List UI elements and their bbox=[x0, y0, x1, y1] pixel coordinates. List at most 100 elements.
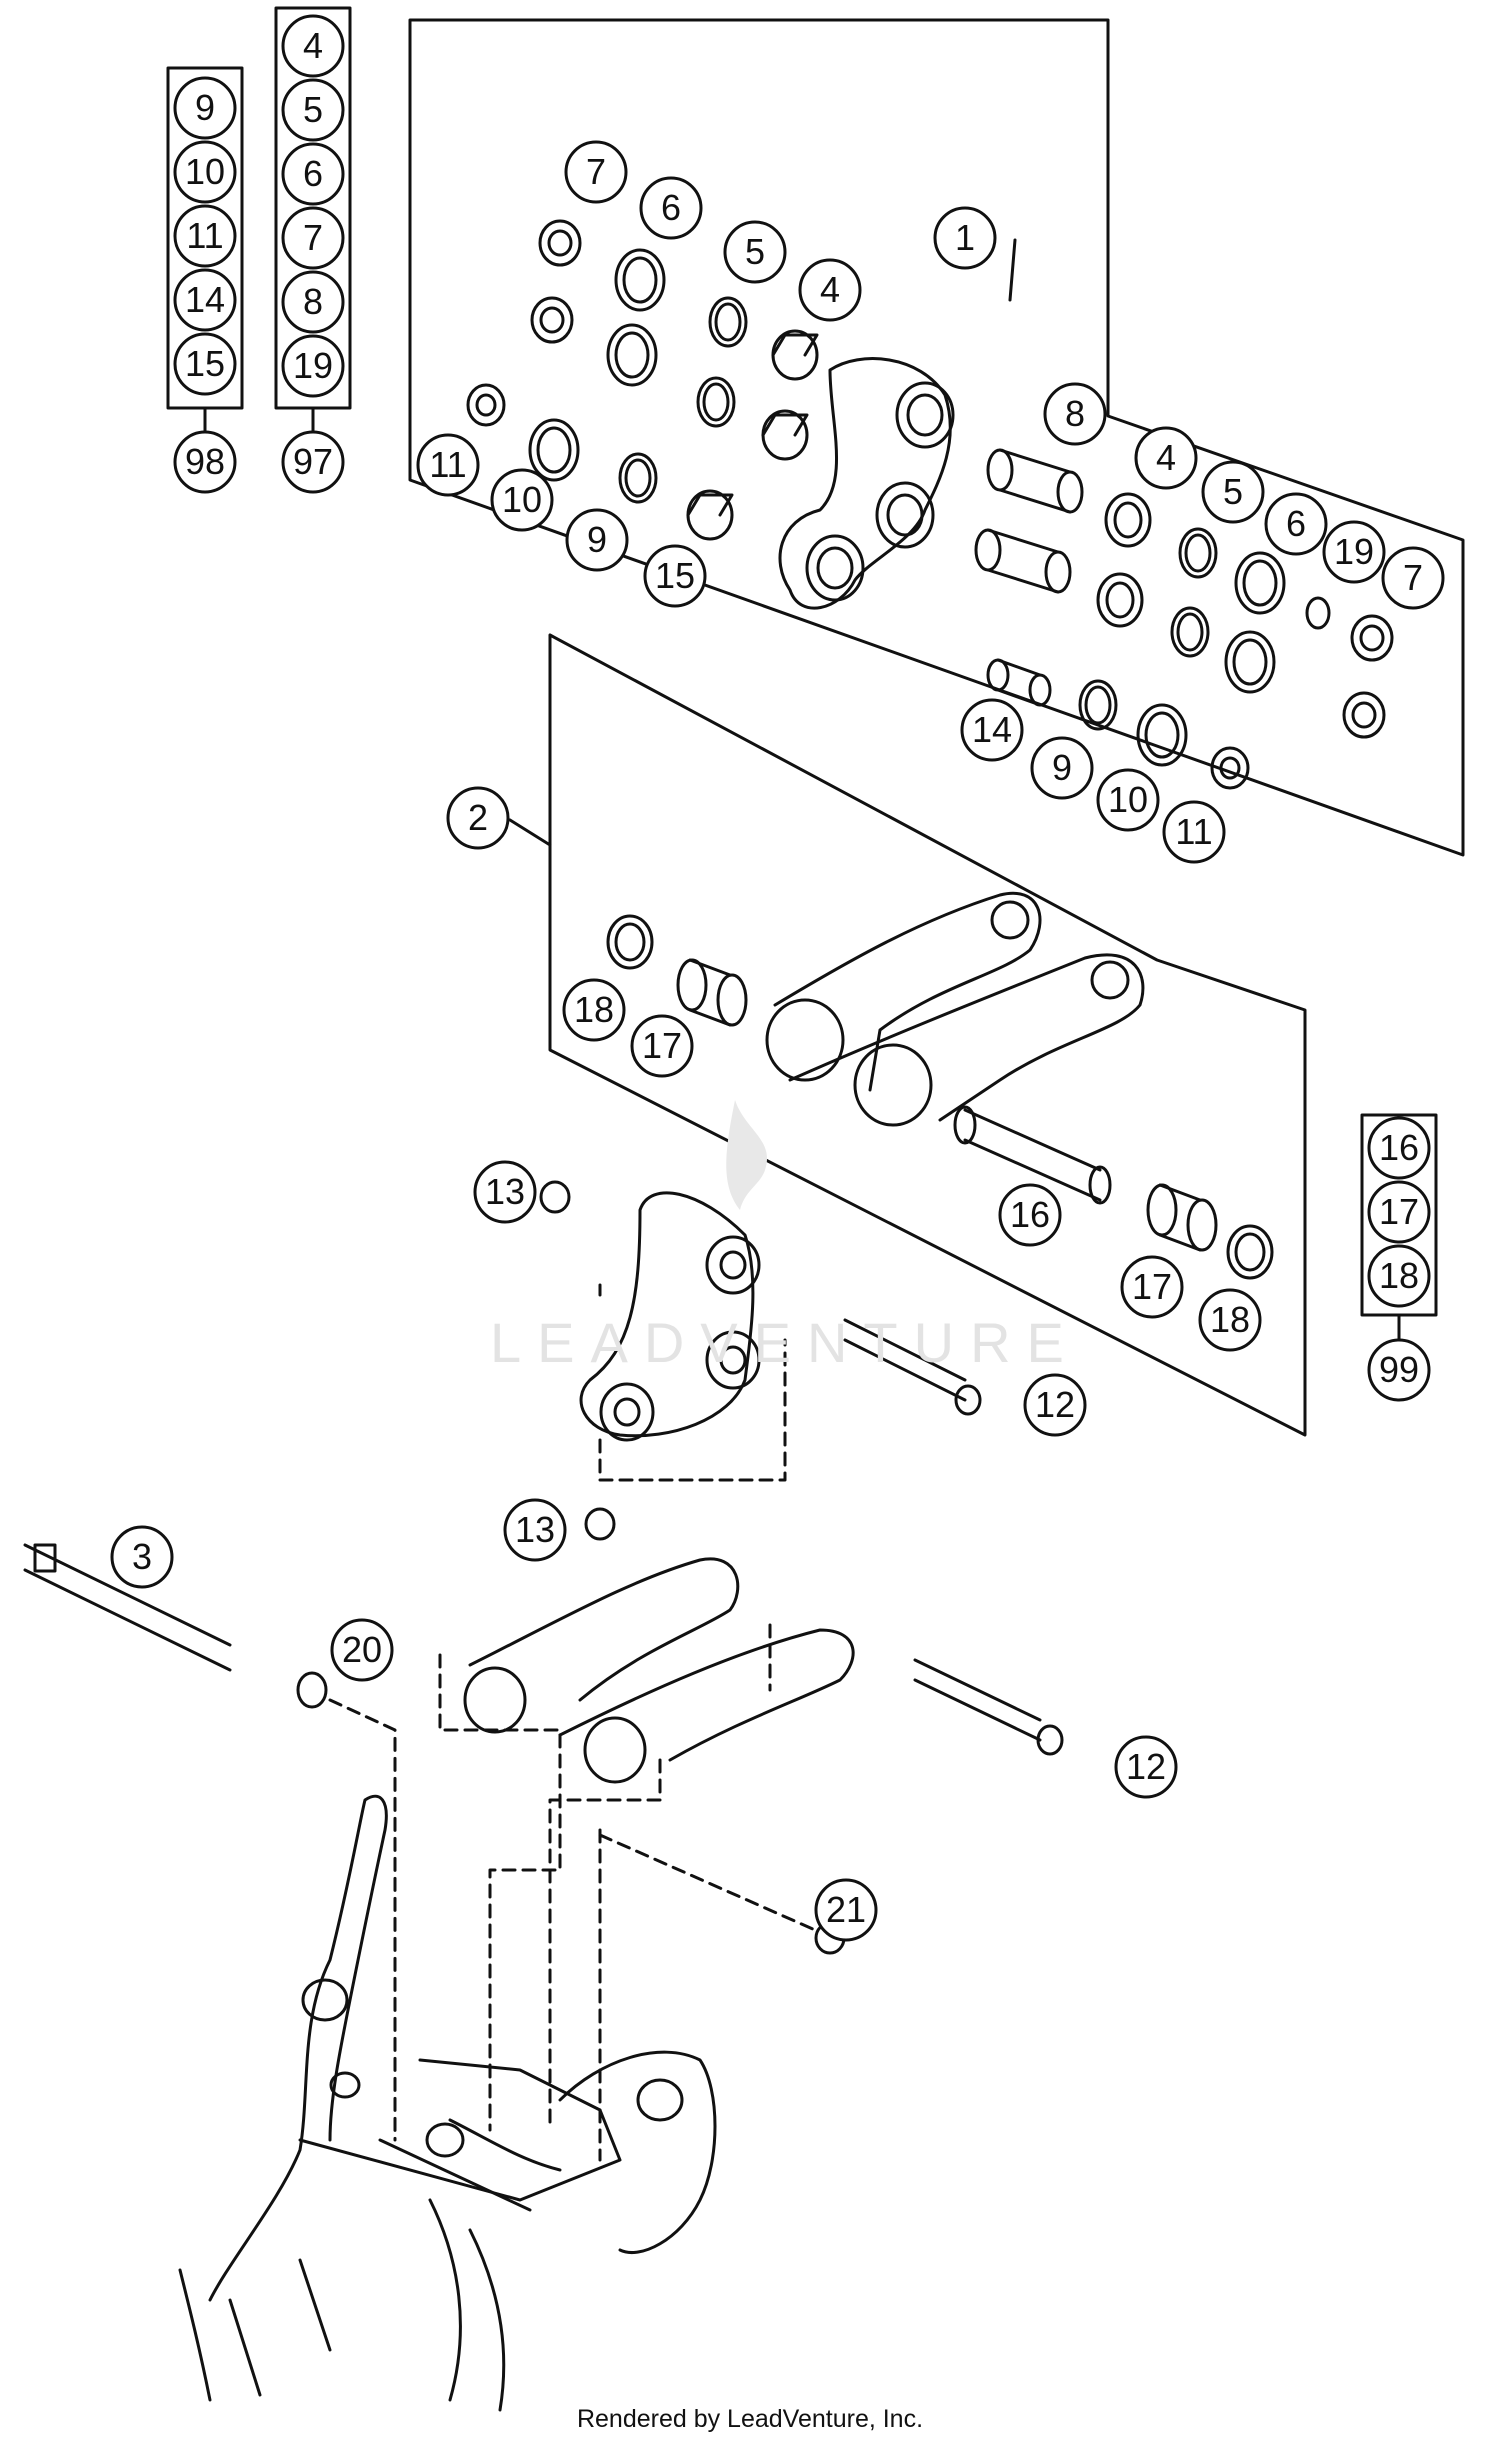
svg-text:19: 19 bbox=[293, 345, 333, 386]
svg-text:9: 9 bbox=[587, 519, 607, 560]
part-callout-9: 9 bbox=[1030, 736, 1094, 800]
svg-text:98: 98 bbox=[185, 441, 225, 482]
svg-text:4: 4 bbox=[1156, 437, 1176, 478]
part-callout-4: 4 bbox=[798, 258, 862, 322]
part-callout-12: 12 bbox=[1023, 1373, 1087, 1437]
svg-text:18: 18 bbox=[1210, 1299, 1250, 1340]
kit-98-item: 9 bbox=[173, 76, 237, 140]
kit-99-item: 16 bbox=[1367, 1116, 1431, 1180]
group-box-1 bbox=[408, 18, 1465, 857]
kit-number-98: 98 bbox=[173, 430, 237, 494]
part-callout-15: 15 bbox=[643, 544, 707, 608]
part-callout-18: 18 bbox=[562, 978, 626, 1042]
part-callout-21: 21 bbox=[814, 1878, 878, 1942]
svg-text:14: 14 bbox=[185, 279, 225, 320]
leader-2 bbox=[508, 818, 552, 847]
kit-98-item: 11 bbox=[173, 204, 237, 268]
svg-text:11: 11 bbox=[429, 444, 466, 485]
svg-text:8: 8 bbox=[1065, 393, 1085, 434]
part-callout-17: 17 bbox=[1120, 1255, 1184, 1319]
kit-99-item: 17 bbox=[1367, 1180, 1431, 1244]
link-arm-lower bbox=[23, 1507, 1064, 2162]
part-callout-18: 18 bbox=[1198, 1288, 1262, 1352]
callout-layer: 9101114159845678199716171899176541110915… bbox=[110, 14, 1445, 1942]
svg-text:15: 15 bbox=[655, 555, 695, 596]
part-callout-6: 6 bbox=[1264, 492, 1328, 556]
kit-97-item: 4 bbox=[281, 14, 345, 78]
link-arm-assembly bbox=[606, 891, 1274, 1280]
part-callout-5: 5 bbox=[1201, 460, 1265, 524]
frame-section bbox=[178, 1794, 717, 2412]
part-callout-8: 8 bbox=[1043, 382, 1107, 446]
svg-text:17: 17 bbox=[1132, 1266, 1172, 1307]
kit-97-item: 6 bbox=[281, 142, 345, 206]
kit-number-97: 97 bbox=[281, 430, 345, 494]
svg-text:99: 99 bbox=[1379, 1349, 1419, 1390]
part-callout-14: 14 bbox=[960, 698, 1024, 762]
group-box-2 bbox=[548, 633, 1307, 1437]
svg-text:5: 5 bbox=[745, 231, 765, 272]
part-callout-10: 10 bbox=[1096, 768, 1160, 832]
kit-number-99: 99 bbox=[1367, 1338, 1431, 1402]
svg-text:7: 7 bbox=[586, 151, 606, 192]
svg-text:10: 10 bbox=[185, 151, 225, 192]
kit-98-item: 10 bbox=[173, 140, 237, 204]
svg-text:15: 15 bbox=[185, 343, 225, 384]
part-callout-13: 13 bbox=[503, 1498, 567, 1562]
svg-text:2: 2 bbox=[468, 797, 488, 838]
svg-text:5: 5 bbox=[1223, 471, 1243, 512]
svg-text:16: 16 bbox=[1379, 1127, 1419, 1168]
svg-text:6: 6 bbox=[1286, 503, 1306, 544]
svg-text:13: 13 bbox=[485, 1171, 525, 1212]
svg-text:9: 9 bbox=[195, 87, 215, 128]
svg-text:17: 17 bbox=[1379, 1191, 1419, 1232]
kit-97-item: 19 bbox=[281, 334, 345, 398]
part-callout-7: 7 bbox=[1381, 546, 1445, 610]
part-callout-9: 9 bbox=[565, 508, 629, 572]
svg-text:10: 10 bbox=[1108, 779, 1148, 820]
svg-text:17: 17 bbox=[642, 1025, 682, 1066]
svg-text:21: 21 bbox=[826, 1889, 866, 1930]
svg-text:9: 9 bbox=[1052, 747, 1072, 788]
svg-text:LEADVENTURE: LEADVENTURE bbox=[490, 1311, 1080, 1374]
kit-97-item: 8 bbox=[281, 270, 345, 334]
svg-text:7: 7 bbox=[1403, 557, 1423, 598]
part-callout-4: 4 bbox=[1134, 426, 1198, 490]
part-callout-16: 16 bbox=[998, 1183, 1062, 1247]
part-callout-11: 11 bbox=[1162, 800, 1226, 864]
svg-text:7: 7 bbox=[303, 217, 323, 258]
part-callout-20: 20 bbox=[330, 1618, 394, 1682]
part-callout-3: 3 bbox=[110, 1525, 174, 1589]
bearing-cluster-left bbox=[466, 219, 819, 541]
svg-text:10: 10 bbox=[502, 479, 542, 520]
pivot-link-box1 bbox=[778, 357, 952, 610]
svg-text:8: 8 bbox=[303, 281, 323, 322]
bearing-cluster-right bbox=[974, 448, 1394, 790]
part-callout-12: 12 bbox=[1114, 1735, 1178, 1799]
svg-text:18: 18 bbox=[1379, 1255, 1419, 1296]
part-callout-19: 19 bbox=[1322, 520, 1386, 584]
svg-text:14: 14 bbox=[972, 709, 1012, 750]
leader-1 bbox=[1008, 238, 1017, 302]
part-callout-7: 7 bbox=[564, 140, 628, 204]
pivot-link-upper bbox=[539, 1180, 982, 1482]
part-callout-2: 2 bbox=[446, 786, 510, 850]
svg-text:4: 4 bbox=[303, 25, 323, 66]
part-callout-1: 1 bbox=[933, 206, 997, 270]
svg-text:12: 12 bbox=[1126, 1746, 1166, 1787]
svg-text:3: 3 bbox=[132, 1536, 152, 1577]
part-callout-13: 13 bbox=[473, 1160, 537, 1224]
svg-text:6: 6 bbox=[303, 153, 323, 194]
svg-text:97: 97 bbox=[293, 441, 333, 482]
part-callout-10: 10 bbox=[490, 468, 554, 532]
part-callout-6: 6 bbox=[639, 176, 703, 240]
svg-text:1: 1 bbox=[955, 217, 975, 258]
part-callout-5: 5 bbox=[723, 220, 787, 284]
kit-97-item: 7 bbox=[281, 206, 345, 270]
svg-text:16: 16 bbox=[1010, 1194, 1050, 1235]
svg-text:11: 11 bbox=[1175, 811, 1212, 852]
svg-text:13: 13 bbox=[515, 1509, 555, 1550]
svg-text:12: 12 bbox=[1035, 1384, 1075, 1425]
svg-text:5: 5 bbox=[303, 89, 323, 130]
